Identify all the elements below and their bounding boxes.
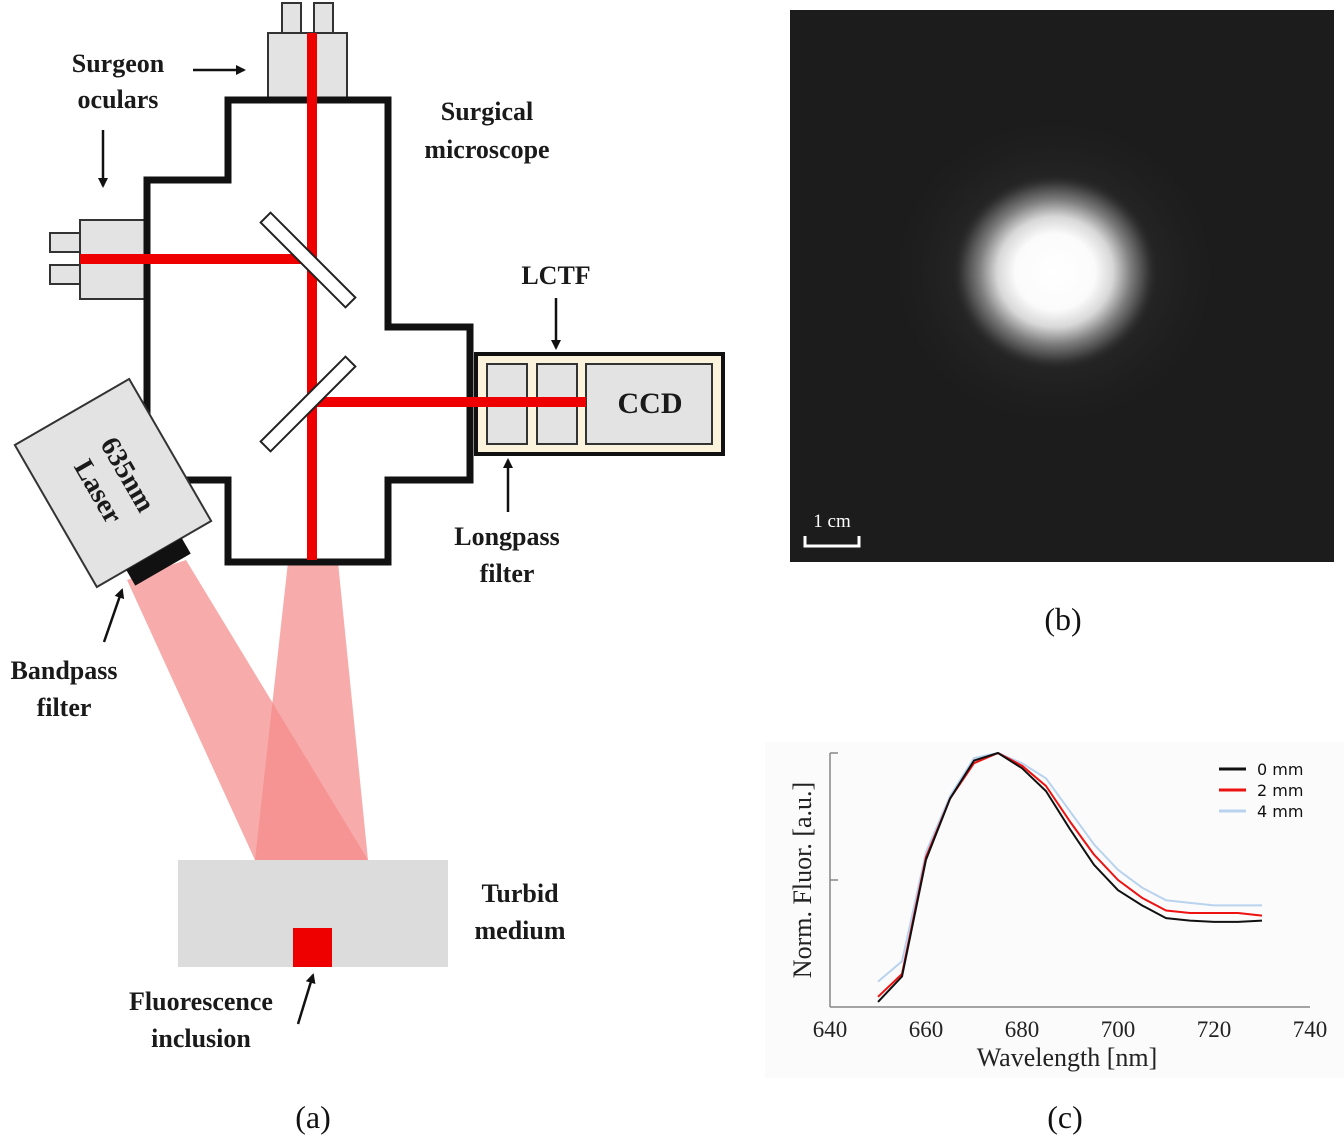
y-axis-label: Norm. Fluor. [a.u.]	[788, 782, 817, 978]
setup-diagram: CCD 635nm Laser Surgeon oculars Surgical…	[11, 2, 725, 1135]
panel-label-b: (b)	[1044, 601, 1081, 637]
beam-splitter-upper	[259, 211, 357, 309]
left-ocular-tube-top	[49, 232, 81, 253]
legend-label: 2 mm	[1257, 781, 1303, 800]
ccd-label: CCD	[618, 387, 683, 420]
fluorescence-spot	[950, 172, 1160, 372]
fluorescence-inclusion	[293, 928, 332, 967]
series-line-4-mm	[877, 752, 1262, 983]
legend-label: 0 mm	[1257, 760, 1303, 779]
series-line-0-mm	[877, 752, 1263, 1003]
x-tick-label: 700	[1101, 1017, 1136, 1042]
fluorescence-image-panel: 1 cm (b)	[790, 10, 1334, 637]
left-ocular-tube-bottom	[49, 264, 81, 285]
scale-bar: 1 cm	[803, 511, 861, 548]
fluorescence-inclusion-label-1: Fluorescence	[129, 987, 273, 1016]
x-tick-label: 640	[813, 1017, 848, 1042]
top-ocular-tube-left	[281, 2, 302, 34]
x-axis-label: Wavelength [nm]	[977, 1043, 1158, 1072]
legend-label: 4 mm	[1257, 802, 1303, 821]
scale-bar-label: 1 cm	[813, 511, 851, 532]
x-tick-labels: 640 660 680 700 720 740	[813, 1017, 1328, 1042]
fluorescence-inclusion-label-2: inclusion	[151, 1024, 251, 1053]
emission-cone	[255, 562, 368, 860]
legend: 0 mm 2 mm 4 mm	[1219, 760, 1303, 821]
bandpass-filter-element	[126, 538, 191, 586]
bandpass-label-2: filter	[37, 693, 92, 722]
panel-label-c: (c)	[1047, 1099, 1083, 1135]
arrow-to-inclusion	[296, 973, 316, 1025]
spectra-chart: 640 660 680 700 720 740 0 mm 2 mm 4 mm Waveleng…	[765, 742, 1344, 1135]
series-lines	[877, 752, 1263, 1003]
surgical-microscope-label-1: Surgical	[441, 97, 533, 126]
x-tick-label: 660	[909, 1017, 944, 1042]
surgeon-oculars-label-1: Surgeon	[72, 49, 165, 78]
lctf-label: LCTF	[521, 261, 590, 290]
beam-splitter-lower	[259, 355, 357, 453]
x-tick-label: 680	[1005, 1017, 1040, 1042]
laser-source: 635nm Laser	[13, 377, 213, 589]
turbid-medium-label-2: medium	[475, 916, 566, 945]
panel-label-a: (a)	[295, 1099, 331, 1135]
arrow-to-bandpass	[102, 588, 125, 643]
longpass-label-2: filter	[480, 559, 535, 588]
top-ocular-tube-right	[313, 2, 334, 34]
surgeon-oculars-label-2: oculars	[78, 85, 159, 114]
turbid-medium-label-1: Turbid	[481, 879, 559, 908]
x-tick-label: 720	[1197, 1017, 1232, 1042]
x-tick-label: 740	[1293, 1017, 1328, 1042]
longpass-label-1: Longpass	[454, 522, 560, 551]
surgical-microscope-label-2: microscope	[424, 135, 549, 164]
bandpass-label-1: Bandpass	[11, 656, 118, 685]
